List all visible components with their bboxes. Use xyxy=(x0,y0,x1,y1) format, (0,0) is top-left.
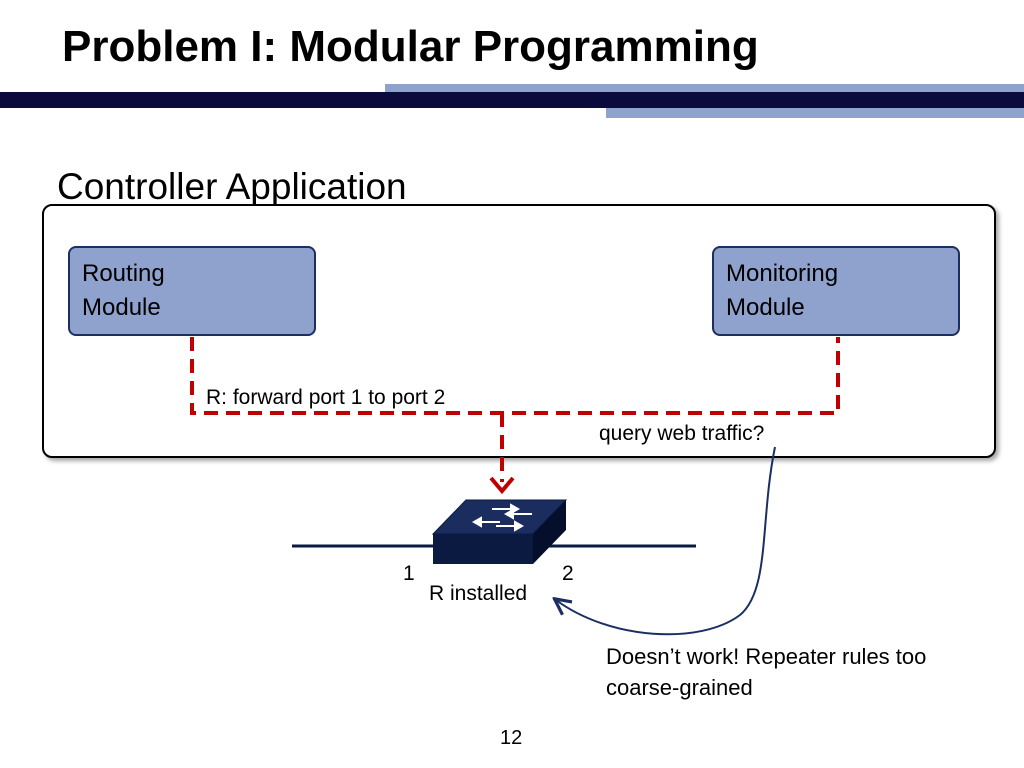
callout-arrow xyxy=(556,446,776,636)
routing-module-label-line2: Module xyxy=(82,294,161,321)
routing-module: Routing Module xyxy=(68,246,316,336)
switch-arrowhead xyxy=(489,476,515,495)
monitoring-module-label-line1: Monitoring xyxy=(726,260,839,287)
title-band-accent-bottom xyxy=(606,108,1024,118)
routing-module-label-line1: Routing xyxy=(82,260,165,287)
slide-title: Problem I: Modular Programming xyxy=(62,22,759,71)
title-band xyxy=(0,92,1024,108)
query-label: query web traffic? xyxy=(599,422,765,445)
routing-dashed-path xyxy=(190,337,840,415)
port-2-label: 2 xyxy=(562,562,574,585)
rule-label: R: forward port 1 to port 2 xyxy=(206,386,446,409)
rule-installed-label: R installed xyxy=(429,582,528,605)
monitoring-module: Monitoring Module xyxy=(712,246,960,336)
network-switch-icon xyxy=(431,499,568,564)
port-1-label: 1 xyxy=(403,562,415,585)
callout-note: Doesn’t work! Repeater rules too coarse-… xyxy=(606,641,926,703)
monitoring-module-label-line2: Module xyxy=(726,294,805,321)
callout-note-line2: coarse-grained xyxy=(606,675,753,700)
page-number: 12 xyxy=(500,727,523,749)
controller-application-label: Controller Application xyxy=(57,166,407,207)
title-band-accent-top xyxy=(385,84,1024,92)
callout-note-line1: Doesn’t work! Repeater rules too xyxy=(606,644,927,669)
